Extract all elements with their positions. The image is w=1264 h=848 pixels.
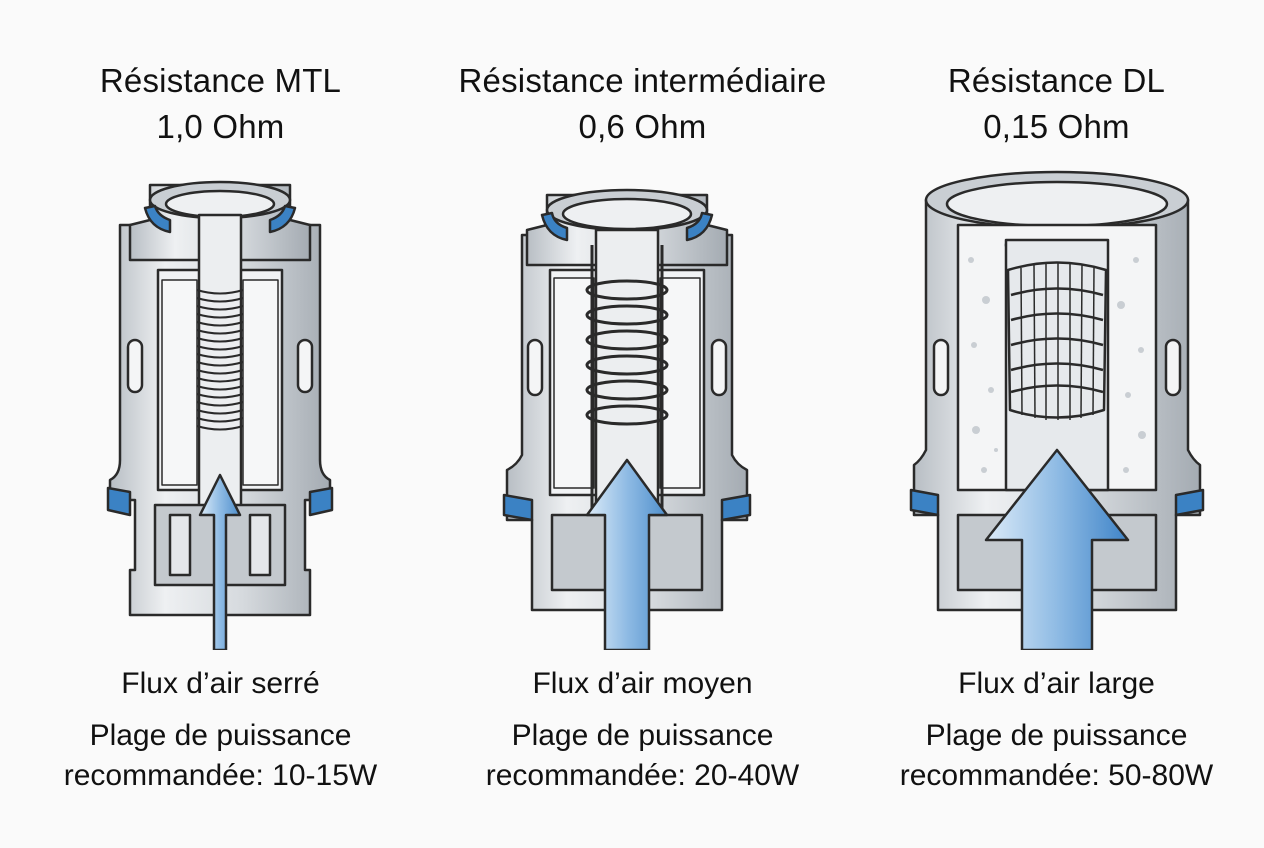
airflow-label-mtl: Flux d’air serré [121, 667, 320, 700]
airflow-label-intermediate: Flux d’air moyen [532, 667, 753, 700]
coil-resistance: 0,6 Ohm [578, 108, 707, 145]
mtl-coil-cutaway-illustration [106, 180, 334, 650]
coil-name: Résistance intermédiaire [458, 62, 827, 99]
coil-resistance: 1,0 Ohm [156, 108, 285, 145]
power-range-mtl: Plage de puissance recommandée: 10-15W [10, 716, 431, 796]
coil-resistance: 0,15 Ohm [983, 108, 1130, 145]
power-range-value: recommandée: 50-80W [899, 759, 1214, 792]
coil-panel-dl: Résistance DL 0,15 Ohm [846, 0, 1264, 848]
power-range-dl: Plage de puissance recommandée: 50-80W [846, 716, 1264, 796]
coil-title-dl: Résistance DL 0,15 Ohm [846, 58, 1264, 150]
coil-title-mtl: Résistance MTL 1,0 Ohm [10, 58, 431, 150]
power-range-label: Plage de puissance [925, 719, 1188, 752]
coil-name: Résistance DL [947, 62, 1166, 99]
coil-panel-mtl: Résistance MTL 1,0 Ohm [10, 0, 431, 848]
power-range-label: Plage de puissance [89, 719, 352, 752]
power-range-value: recommandée: 10-15W [63, 759, 378, 792]
power-range-intermediate: Plage de puissance recommandée: 20-40W [432, 716, 853, 796]
coil-panel-intermediate: Résistance intermédiaire 0,6 Ohm [432, 0, 853, 848]
power-range-value: recommandée: 20-40W [485, 759, 800, 792]
intermediate-coil-cutaway-illustration [502, 188, 752, 650]
coil-title-intermediate: Résistance intermédiaire 0,6 Ohm [432, 58, 853, 150]
coil-name: Résistance MTL [99, 62, 342, 99]
dl-mesh-coil-cutaway-illustration [909, 170, 1205, 650]
power-range-label: Plage de puissance [511, 719, 774, 752]
airflow-label-dl: Flux d’air large [958, 667, 1155, 700]
